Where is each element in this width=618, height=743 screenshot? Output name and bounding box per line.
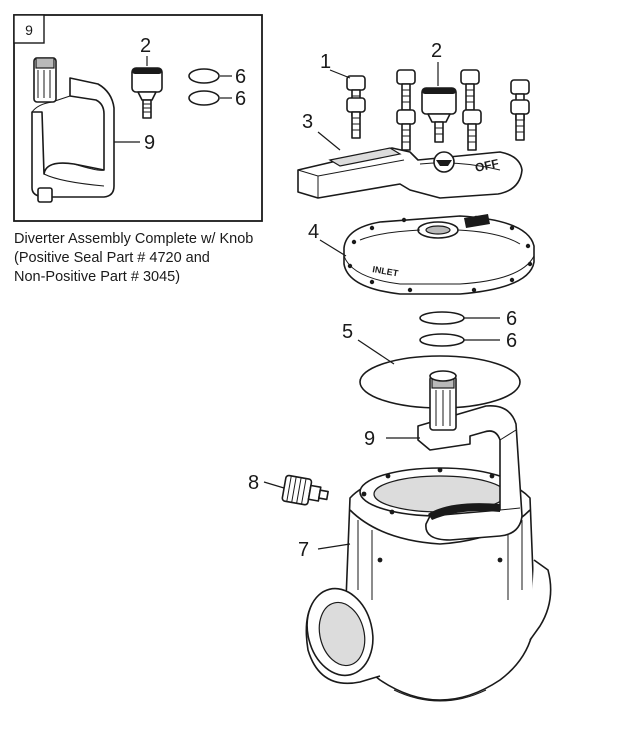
callout-oring-lower: 6 [506,330,517,352]
inset-diverter-drawing [31,57,115,203]
callout-screws: 1 [320,51,331,73]
drain-plug-drawing [281,474,329,506]
callout-lid-gasket: 5 [342,321,353,343]
callout-knob: 2 [431,40,442,62]
lid-screws [346,69,530,151]
diverter-drawing [417,370,523,541]
inset-callout-knob: 2 [140,35,151,57]
inset-oring-lower [188,90,220,106]
inset-knob-drawing [131,67,163,119]
callout-diverter: 9 [364,428,375,450]
caption-line-3: Non-Positive Part # 3045) [14,269,181,285]
diverter-assembly-caption: Diverter Assembly Complete w/ Knob (Posi… [14,230,304,287]
inset-panel: 9 2 6 6 9 [13,14,263,222]
inset-callout-oring-lower: 6 [235,88,246,110]
handle-drawing: OFF [297,147,523,199]
leader-lines [263,62,500,550]
inset-oring-upper [188,68,220,84]
callout-lid: 4 [308,221,319,243]
inset-callout-oring-upper: 6 [235,66,246,88]
callout-handle: 3 [302,111,313,133]
lid-inlet-marking: INLET [372,264,400,278]
oring-upper-drawing [419,311,465,325]
lid-drawing: INLET [343,214,535,295]
callout-valve-body: 7 [298,539,309,561]
oring-lower-drawing [419,333,465,347]
inset-box-label: 9 [25,22,33,38]
knob-drawing [421,87,457,143]
callout-drain-plug: 8 [248,472,259,494]
caption-line-1: Diverter Assembly Complete w/ Knob [14,231,254,247]
handle-off-marking: OFF [474,156,500,175]
caption-line-2: (Positive Seal Part # 4720 and [14,250,210,266]
callout-oring-upper: 6 [506,308,517,330]
inset-callout-diverter: 9 [144,132,155,154]
